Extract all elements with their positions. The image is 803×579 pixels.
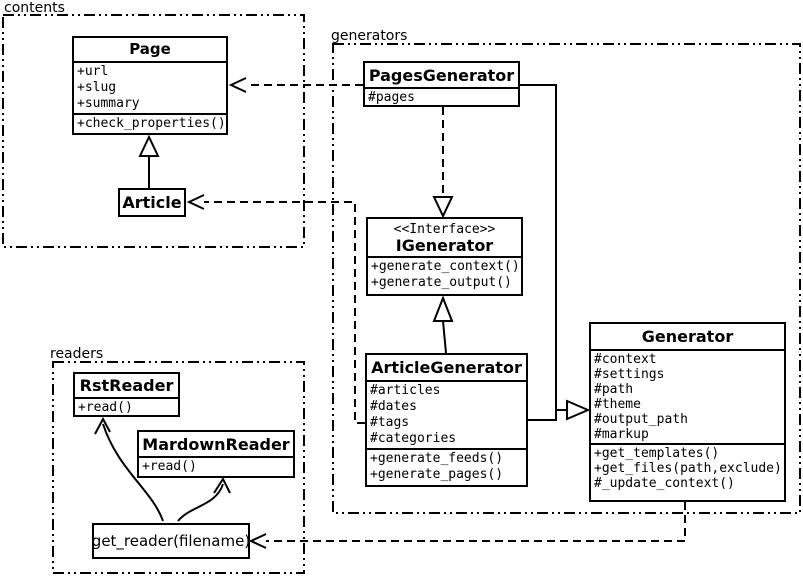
class-igenerator-methods: +generate_context() +generate_output()	[368, 256, 521, 292]
method-row: +generate_output()	[371, 275, 512, 290]
articlegenerator-generator-inheritance-line	[528, 410, 557, 421]
attribute-row: #tags	[370, 415, 410, 430]
attribute-row: #dates	[370, 399, 417, 414]
attribute-row: #output_path	[594, 412, 688, 427]
attribute-row: #categories	[370, 431, 457, 446]
class-rstreader-methods: +read()	[75, 397, 178, 415]
generator-inheritance-triangle	[566, 399, 591, 421]
generator-getreader-dependency-line	[266, 502, 686, 542]
attribute-row: +summary	[77, 96, 140, 111]
class-page-methods: +check_properties()	[74, 113, 226, 133]
method-row: +read()	[78, 400, 133, 415]
readers-package-label: readers	[50, 346, 104, 362]
class-generator-name: Generator	[641, 327, 734, 346]
method-row: +get_files(path,exclude)	[594, 461, 782, 476]
class-article: Article	[118, 188, 186, 217]
class-pagesgenerator-name: PagesGenerator	[368, 65, 515, 85]
attribute-row: #path	[594, 382, 634, 397]
generator-getreader-dependency-arrowhead	[248, 533, 267, 549]
getreader-rstreader-arrow	[102, 423, 164, 522]
method-row: #_update_context()	[594, 476, 735, 491]
method-row: +generate_context()	[371, 259, 520, 274]
getreader-mardownreader-arrowhead	[213, 476, 231, 494]
attribute-row: +slug	[77, 80, 117, 95]
method-row: +read()	[142, 459, 197, 474]
get-reader-node: get_reader(filename)	[92, 523, 250, 559]
articlegenerator-article-dependency-line	[204, 201, 365, 424]
attribute-row: +url	[77, 64, 109, 79]
pagesgenerator-generator-inheritance-line	[520, 84, 567, 411]
class-articlegenerator-attributes: #articles #dates #tags #categories	[367, 380, 526, 448]
attribute-row: #context	[594, 352, 657, 367]
attribute-row: #pages	[368, 90, 415, 105]
generators-package-label: generators	[331, 28, 408, 44]
pagesgenerator-page-dependency-arrowhead	[228, 77, 247, 93]
class-rstreader: RstReader +read()	[73, 372, 180, 417]
class-igenerator: <<Interface>> IGenerator +generate_conte…	[366, 217, 523, 296]
method-row: +check_properties()	[77, 116, 226, 131]
readers-package-border	[52, 361, 305, 574]
class-igenerator-name: IGenerator	[395, 235, 494, 255]
class-articlegenerator: ArticleGenerator #articles #dates #tags …	[365, 353, 528, 487]
class-rstreader-name: RstReader	[79, 376, 174, 395]
class-page-attributes: +url +slug +summary	[74, 61, 226, 113]
class-articlegenerator-methods: +generate_feeds() +generate_pages()	[367, 448, 526, 484]
contents-package-border	[2, 14, 305, 248]
articlegenerator-igenerator-inheritance-line	[442, 320, 447, 354]
class-mardownreader: MardownReader +read()	[137, 430, 295, 478]
class-generator-methods: +get_templates() +get_files(path,exclude…	[591, 443, 784, 492]
contents-package-label: contents	[4, 0, 65, 16]
class-igenerator-stereotype: <<Interface>>	[393, 221, 496, 237]
class-igenerator-title: <<Interface>> IGenerator	[368, 219, 521, 256]
attribute-row: #articles	[370, 383, 441, 398]
class-generator-attributes: #context #settings #path #theme #output_…	[591, 349, 784, 443]
class-mardownreader-methods: +read()	[139, 456, 293, 476]
class-pagesgenerator: PagesGenerator #pages	[363, 61, 520, 107]
class-page-name: Page	[129, 40, 171, 58]
getreader-mardownreader-arrow	[177, 483, 224, 522]
attribute-row: #settings	[594, 367, 665, 382]
articlegenerator-article-dependency-arrowhead	[186, 194, 205, 210]
method-row: +generate_pages()	[370, 467, 504, 482]
method-row: +get_templates()	[594, 446, 720, 461]
class-mardownreader-name: MardownReader	[142, 434, 290, 454]
attribute-row: #markup	[594, 427, 649, 442]
method-row: +generate_feeds()	[370, 451, 504, 466]
class-generator: Generator #context #settings #path #them…	[589, 322, 786, 502]
articlegenerator-igenerator-inheritance-triangle	[432, 295, 454, 322]
attribute-row: #theme	[594, 397, 641, 412]
getreader-rstreader-arrowhead	[94, 416, 111, 435]
class-page: Page +url +slug +summary +check_properti…	[72, 36, 228, 135]
pagesgenerator-igenerator-realization-triangle	[432, 196, 454, 219]
article-page-inheritance-triangle	[138, 134, 160, 157]
class-pagesgenerator-attributes: #pages	[365, 87, 518, 105]
generators-package-border	[332, 43, 801, 514]
class-articlegenerator-name: ArticleGenerator	[371, 358, 522, 377]
